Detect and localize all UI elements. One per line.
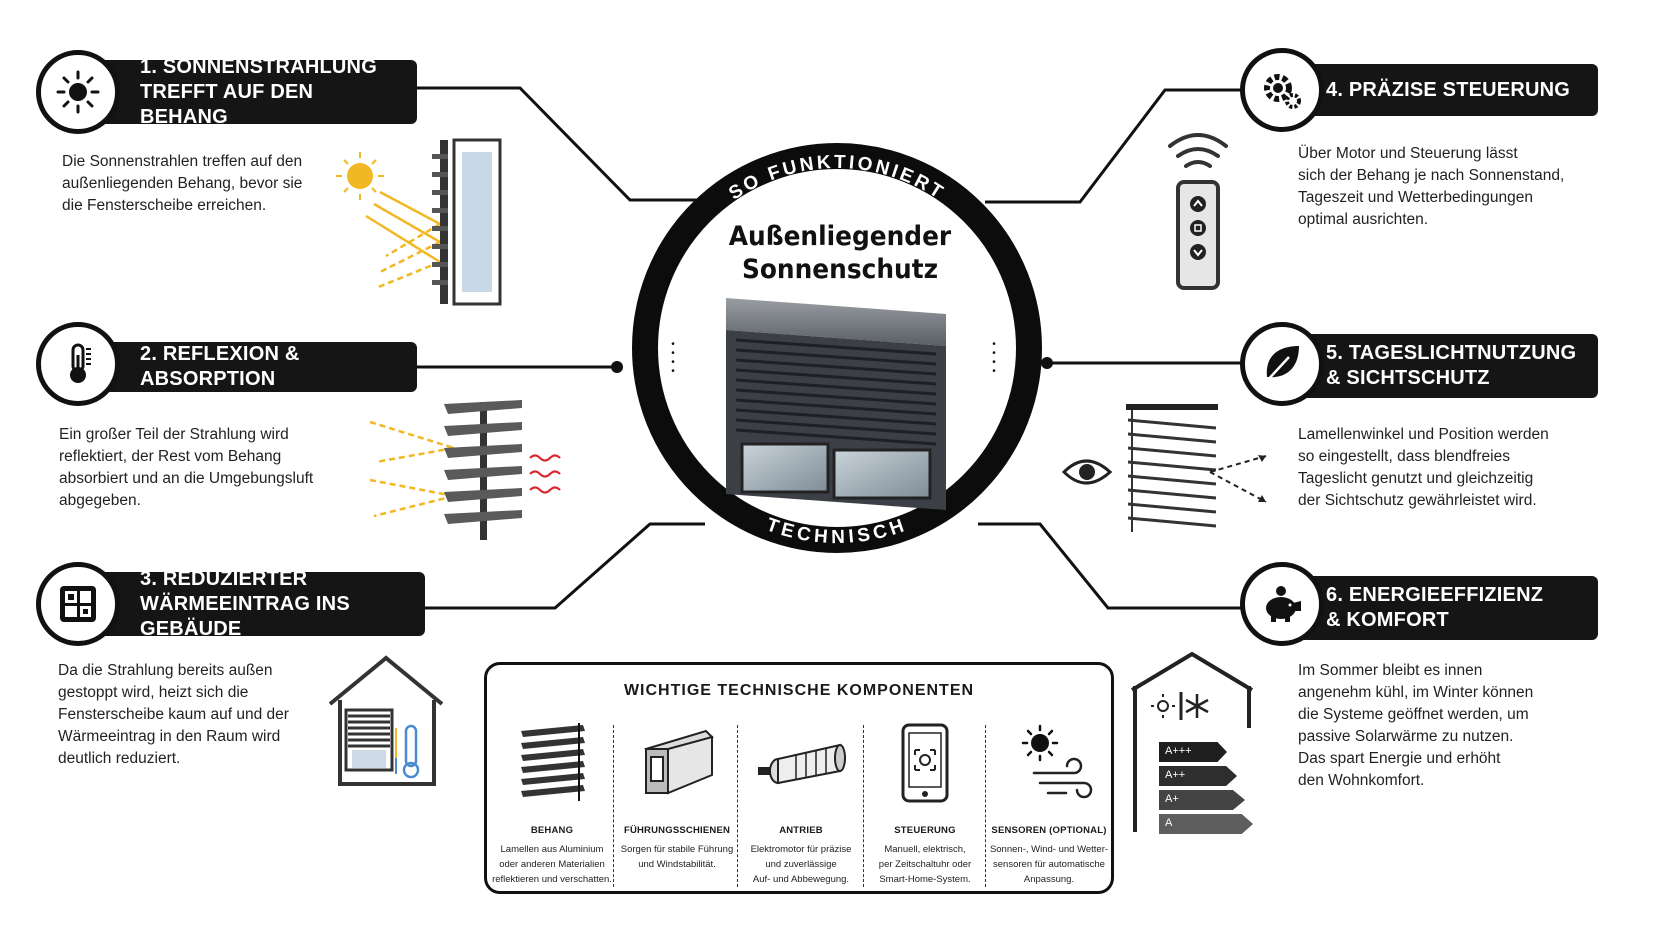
energy-label-illustration: A+++ A++ A+ A <box>1131 686 1253 834</box>
energy-label-a3plus: A+++ <box>1159 742 1227 762</box>
step-6-title-bar: 6. ENERGIEEFFIZIENZ & KOMFORT <box>1266 576 1598 640</box>
step-2-title-bar: 2. REFLEXION & ABSORPTION <box>80 342 417 392</box>
sensor-icon <box>1004 723 1094 805</box>
reflection-absorption-illustration <box>369 400 561 540</box>
step-3-title-line2: WÄRMEEINTRAG INS GEBÄUDE <box>140 592 350 640</box>
step-4-description: Über Motor und Steuerung lässt sich der … <box>1298 145 1565 228</box>
thermometer-icon <box>36 322 120 406</box>
energy-label-aplus-text: A+ <box>1165 793 1179 805</box>
sun-icon <box>36 50 120 134</box>
component-separator <box>737 725 738 887</box>
step-1-description: Die Sonnenstrahlen treffen auf den außen… <box>62 153 303 214</box>
step-5-title-line2: & SICHTSCHUTZ <box>1326 367 1490 389</box>
energy-house-roof <box>1130 652 1254 692</box>
connector-step-4 <box>985 88 1258 204</box>
component-antrieb: ANTRIEB Elektromotor für präzise und zuv… <box>739 723 863 891</box>
component-behang: BEHANG Lamellen aus Aluminium oder ander… <box>490 723 614 891</box>
privacy-daylight-illustration <box>1061 404 1267 532</box>
step-1-title-line1: 1. SONNENSTRAHLUNG <box>140 55 377 78</box>
component-sensoren-description: Sonnen-, Wind- und Wetter- sensoren für … <box>989 844 1109 885</box>
component-fuehrungsschienen: FÜHRUNGSSCHIENEN Sorgen für stabile Führ… <box>615 723 739 891</box>
right-dots: •••• <box>992 339 996 377</box>
energy-label-aplus: A+ <box>1159 790 1245 810</box>
svg-text:TECHNISCH: TECHNISCH <box>764 514 911 548</box>
connector-step-1 <box>385 86 705 202</box>
control-panel-icon <box>880 723 970 805</box>
center-title: Außenliegender Sonnenschutz <box>728 221 952 285</box>
component-separator <box>613 725 614 887</box>
sun-rays-illustration <box>336 138 502 306</box>
step-3-title-bar: 3. REDUZIERTER WÄRMEEINTRAG INS GEBÄUDE <box>80 568 425 640</box>
left-dots: •••• <box>671 339 675 377</box>
gears-icon <box>1240 48 1324 132</box>
component-antrieb-description: Elektromotor für präzise und zuverlässig… <box>750 844 852 885</box>
energy-label-a3plus-text: A+++ <box>1165 745 1192 757</box>
component-antrieb-name: ANTRIEB <box>779 825 823 836</box>
roller-blind-window-illustration <box>726 298 946 510</box>
slats-icon <box>507 723 597 805</box>
guide-rail-icon <box>632 723 722 805</box>
step-2-title-line1: 2. REFLEXION & ABSORPTION <box>140 343 300 390</box>
step-3-description: Da die Strahlung bereits außen gestoppt … <box>58 662 289 767</box>
motor-icon <box>756 723 846 805</box>
connector-step-6 <box>978 522 1255 610</box>
connector-dot-right <box>1041 357 1053 369</box>
step-6-title-line1: 6. ENERGIEEFFIZIENZ <box>1326 584 1544 606</box>
step-4-title-line1: 4. PRÄZISE STEUERUNG <box>1326 78 1571 101</box>
component-behang-description: Lamellen aus Aluminium oder anderen Mate… <box>492 844 612 885</box>
step-3-title-line1: 3. REDUZIERTER <box>140 567 308 590</box>
step-5-title-line1: 5. TAGESLICHTNUTZUNG <box>1326 342 1577 364</box>
svg-text:SO FUNKTIONIERT: SO FUNKTIONIERT <box>725 152 948 205</box>
step-6-description: Im Sommer bleibt es innen angenehm kühl,… <box>1298 662 1534 789</box>
energy-label-a: A <box>1159 814 1253 834</box>
components-title: WICHTIGE TECHNISCHE KOMPONENTEN <box>623 682 975 699</box>
energy-house-frame <box>1133 686 1251 832</box>
ring-bottom-text: TECHNISCH <box>764 514 907 548</box>
component-fuehrungsschienen-description: Sorgen für stabile Führung und Windstabi… <box>620 844 734 870</box>
step-1-title-bar: 1. SONNENSTRAHLUNG TREFFT AUF DEN BEHANG <box>80 56 417 128</box>
piggy-bank-icon <box>1240 562 1324 646</box>
component-separator <box>985 725 986 887</box>
leaf-icon <box>1240 322 1324 406</box>
step-5-description: Lamellenwinkel und Position werden so ei… <box>1298 426 1549 509</box>
step-6-title-line2: & KOMFORT <box>1326 609 1449 631</box>
remote-control-illustration <box>1168 133 1228 290</box>
window-icon <box>36 562 120 646</box>
component-separator <box>863 725 864 887</box>
component-steuerung: STEUERUNG Manuell, elektrisch, per Zeits… <box>863 723 987 891</box>
connector-dot-left <box>611 361 623 373</box>
component-behang-name: BEHANG <box>530 825 574 836</box>
components-panel: WICHTIGE TECHNISCHE KOMPONENTEN BEHANG L… <box>484 662 1114 894</box>
energy-label-a-text: A <box>1165 817 1173 829</box>
connector-step-3 <box>420 522 705 610</box>
step-1-title-line2: TREFFT AUF DEN BEHANG <box>140 80 314 128</box>
component-sensoren-name: SENSOREN (OPTIONAL) <box>991 825 1107 836</box>
component-fuehrungsschienen-name: FÜHRUNGSSCHIENEN <box>623 825 731 836</box>
ring-top-text: SO FUNKTIONIERT <box>725 152 945 205</box>
energy-label-a2plus: A++ <box>1159 766 1237 786</box>
component-sensoren: SENSOREN (OPTIONAL) Sonnen-, Wind- und W… <box>987 723 1111 891</box>
house-window-illustration <box>328 655 444 786</box>
component-steuerung-name: STEUERUNG <box>894 825 956 836</box>
step-2-description: Ein großer Teil der Strahlung wird refle… <box>59 426 314 509</box>
component-steuerung-description: Manuell, elektrisch, per Zeitschaltuhr o… <box>878 844 972 885</box>
energy-label-a2plus-text: A++ <box>1165 769 1186 781</box>
